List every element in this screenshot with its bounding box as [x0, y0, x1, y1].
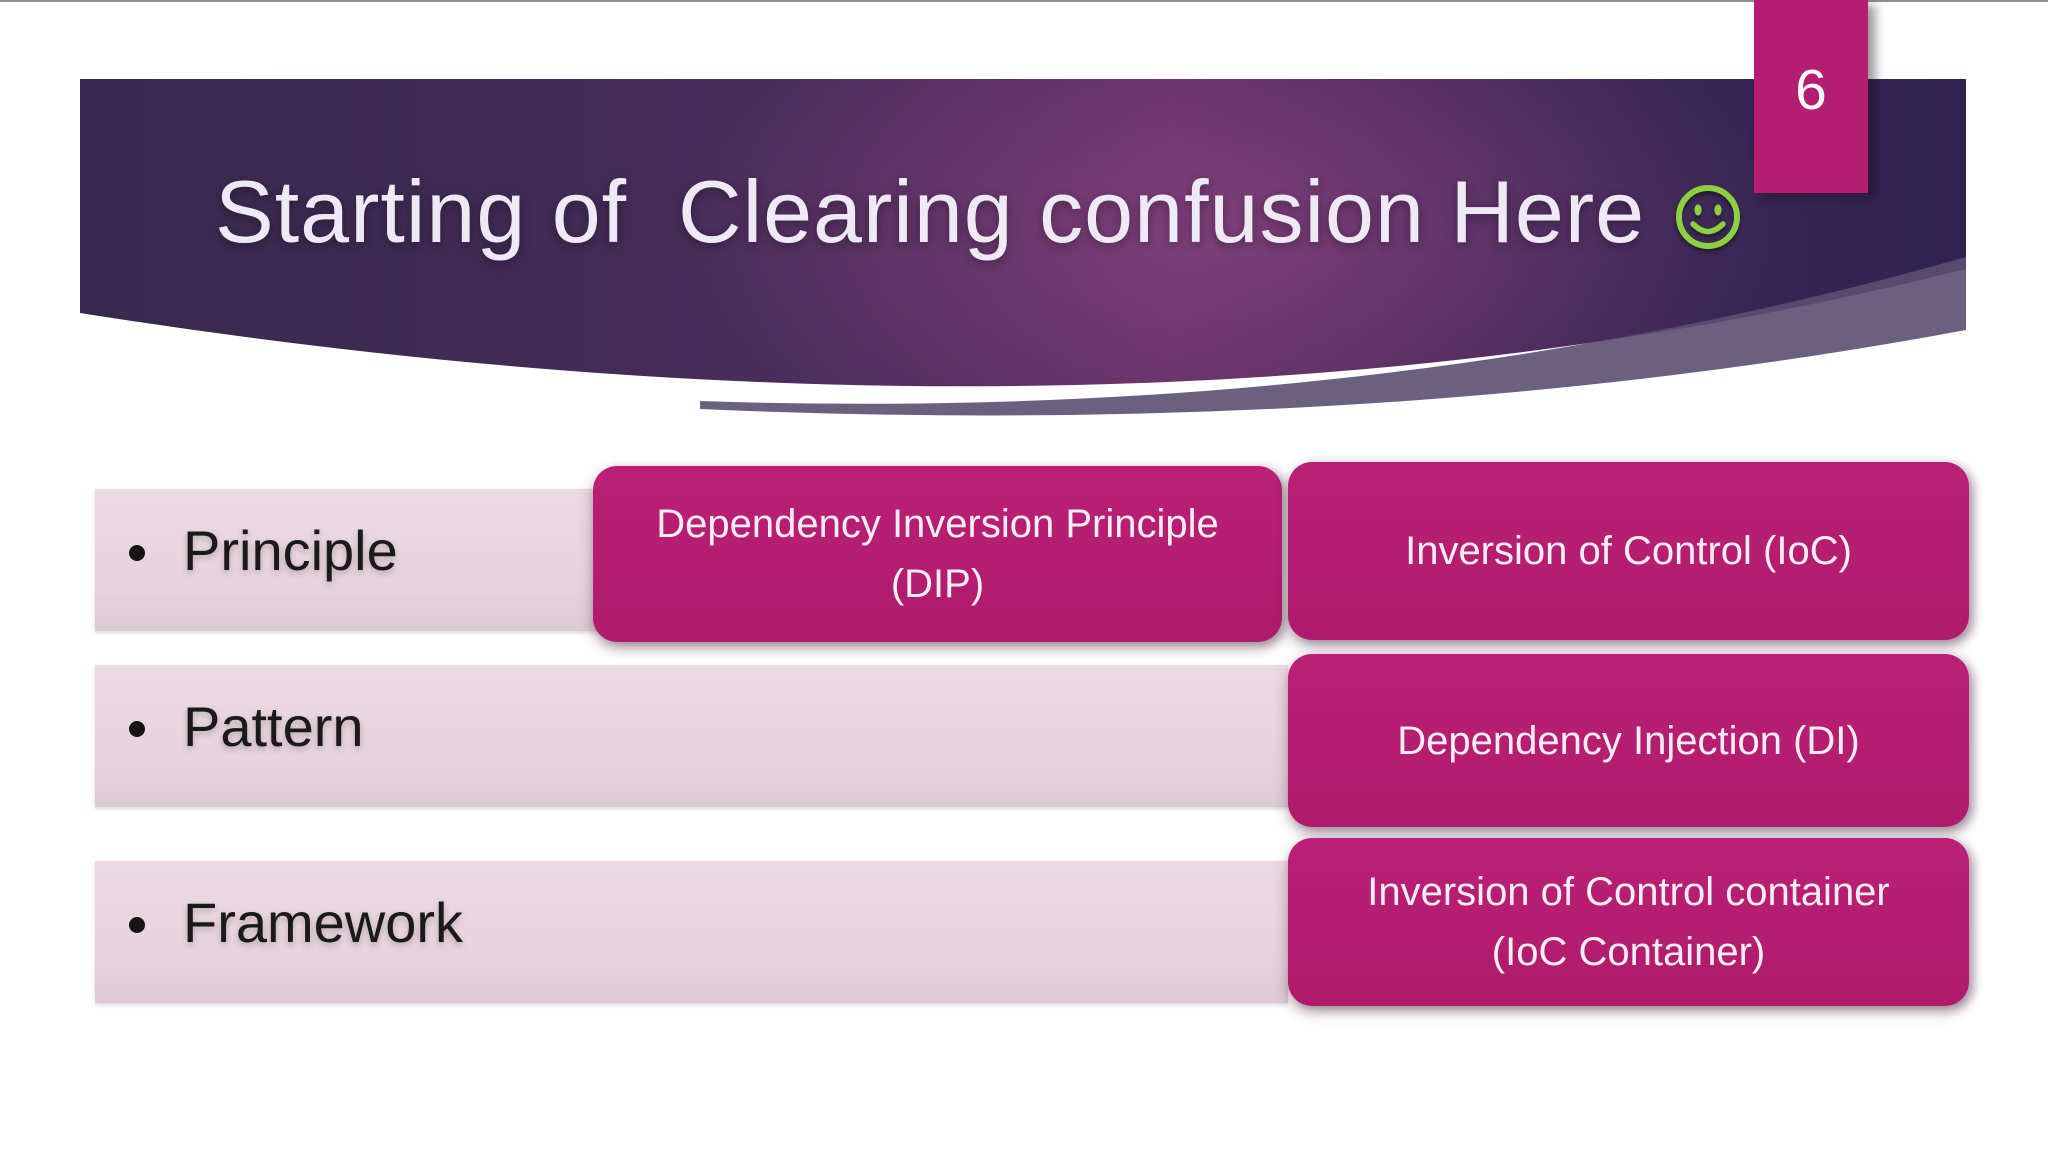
row-bar-principle: Principle [95, 489, 600, 631]
callout-text-line: Dependency Inversion Principle [656, 502, 1219, 546]
callout-text-line: Inversion of Control container [1367, 870, 1890, 914]
page-number: 6 [1795, 58, 1827, 122]
row-bar-inner: Pattern [95, 665, 1288, 759]
bullet-dot [129, 545, 145, 562]
row-label-framework: Framework [183, 891, 464, 954]
slide-title-text: Starting of Clearing confusion Here [215, 162, 1646, 261]
callout-text-line: Dependency Injection (DI) [1397, 718, 1860, 763]
row-bar-pattern: Pattern [95, 665, 1288, 807]
callout-box-di: Dependency Injection (DI) [1288, 654, 1969, 827]
page-number-tab: 6 [1754, 0, 1868, 193]
callout-box-dip: Dependency Inversion Principle (DIP) [593, 466, 1282, 642]
callout-box-ioc: Inversion of Control (IoC) [1288, 462, 1969, 640]
callout-text-line: (IoC Container) [1491, 930, 1766, 974]
bullet-dot [129, 917, 145, 934]
row-bar-inner: Principle [95, 489, 600, 583]
callout-text-line: (DIP) [890, 562, 985, 606]
band-swoosh [700, 257, 1966, 416]
row-label-pattern: Pattern [183, 695, 364, 758]
smiley-icon [1676, 185, 1741, 249]
row-bar-inner: Framework [95, 861, 1288, 955]
row-label-principle: Principle [183, 519, 398, 582]
top-border-line [0, 0, 2048, 2]
row-bar-framework: Framework [95, 861, 1288, 1003]
header-band [80, 79, 1966, 416]
callout-box-ioc-container: Inversion of Control container (IoC Cont… [1288, 838, 1969, 1006]
callout-text-line: Inversion of Control (IoC) [1405, 529, 1852, 573]
bullet-dot [129, 721, 145, 738]
slide-title: Starting of Clearing confusion Here [215, 168, 1745, 256]
